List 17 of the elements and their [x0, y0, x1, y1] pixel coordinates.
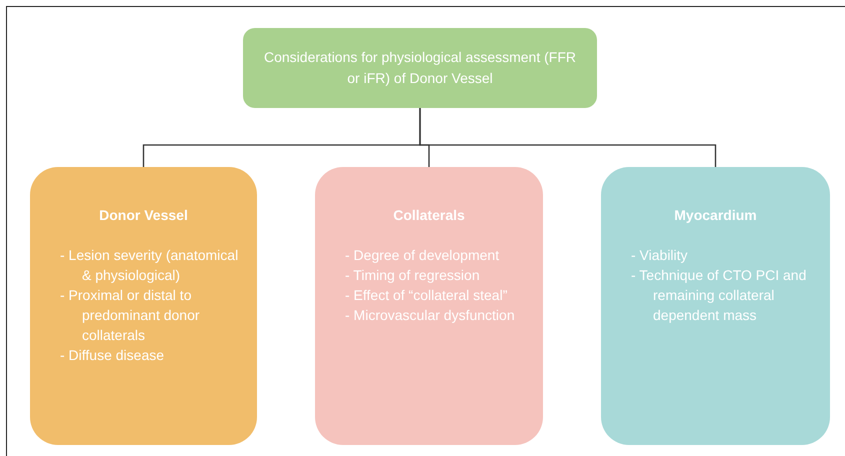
bullet-item: - Viability	[631, 246, 689, 265]
bullet-item: - Lesion severity (anatomical & physiological)	[60, 246, 240, 285]
category-box	[601, 167, 830, 445]
category-heading: Donor Vessel	[98, 206, 189, 225]
bullet-item: - Degree of development	[345, 246, 500, 265]
bullet-item: - Timing of regression	[345, 266, 481, 285]
bullet-item: - Microvascular dysfunction	[345, 306, 516, 325]
title-box: Considerations for physiological assessment (FFR or iFR) of Donor Vessel	[243, 28, 597, 108]
bullet-item: - Effect of “collateral steal”	[345, 286, 508, 305]
bullet-item: - Technique of CTO PCI and remaining collateral dependent mass	[631, 266, 808, 325]
bullet-item: - Diffuse disease	[60, 346, 166, 365]
category-heading: Collaterals	[392, 206, 466, 225]
connector-line	[419, 108, 716, 167]
category-box	[315, 167, 543, 445]
category-box	[30, 167, 257, 445]
category-heading: Myocardium	[673, 206, 758, 225]
bullet-item: - Proximal or distal to predominant donor collaterals	[60, 286, 201, 345]
